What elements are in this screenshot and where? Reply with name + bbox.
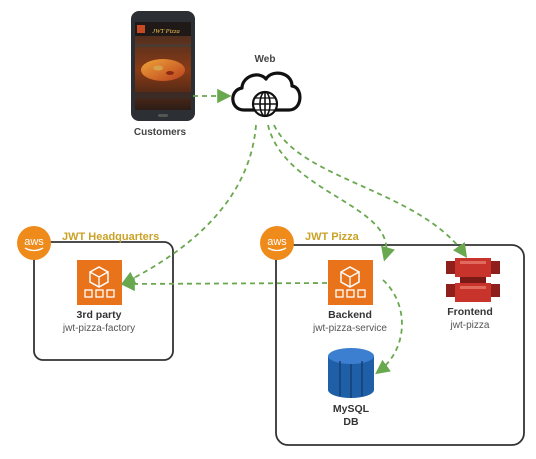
third-party-service-icon (77, 260, 122, 305)
backend-service-icon (328, 260, 373, 305)
aws-badge-pizza: aws (260, 226, 294, 260)
headquarters-group-box (33, 241, 174, 361)
group-label-pizza: JWT Pizza (305, 231, 360, 243)
third-party-title: 3rd party (77, 309, 122, 321)
mysql-title-line1: MySQL (333, 403, 370, 415)
aws-badge-headquarters: aws (17, 226, 51, 260)
aws-badge-text: aws (267, 236, 287, 248)
third-party-subtitle: jwt-pizza-factory (62, 323, 135, 334)
globe-icon (251, 90, 279, 118)
frontend-title: Frontend (447, 306, 493, 318)
arrow-web-to-frontend (273, 124, 468, 258)
backend-title: Backend (328, 309, 372, 321)
database-icon (328, 348, 374, 398)
aws-badge-text: aws (24, 236, 44, 248)
arrow-backend-to-third-party (120, 276, 328, 292)
backend-subtitle: jwt-pizza-service (312, 323, 387, 334)
phone-icon: JWT Pizza (131, 11, 195, 121)
web-label: Web (255, 54, 276, 65)
pizza-group-box (275, 244, 525, 446)
frontend-cdn-icon (446, 258, 500, 302)
mysql-title-line2: DB (343, 416, 359, 428)
arrow-backend-to-database (375, 279, 403, 375)
arrow-web-to-third-party (120, 124, 257, 285)
phone-app-title: JWT Pizza (152, 28, 180, 35)
frontend-subtitle: jwt-pizza (450, 320, 490, 331)
group-label-headquarters: JWT Headquarters (62, 231, 159, 243)
customers-label: Customers (134, 127, 187, 138)
